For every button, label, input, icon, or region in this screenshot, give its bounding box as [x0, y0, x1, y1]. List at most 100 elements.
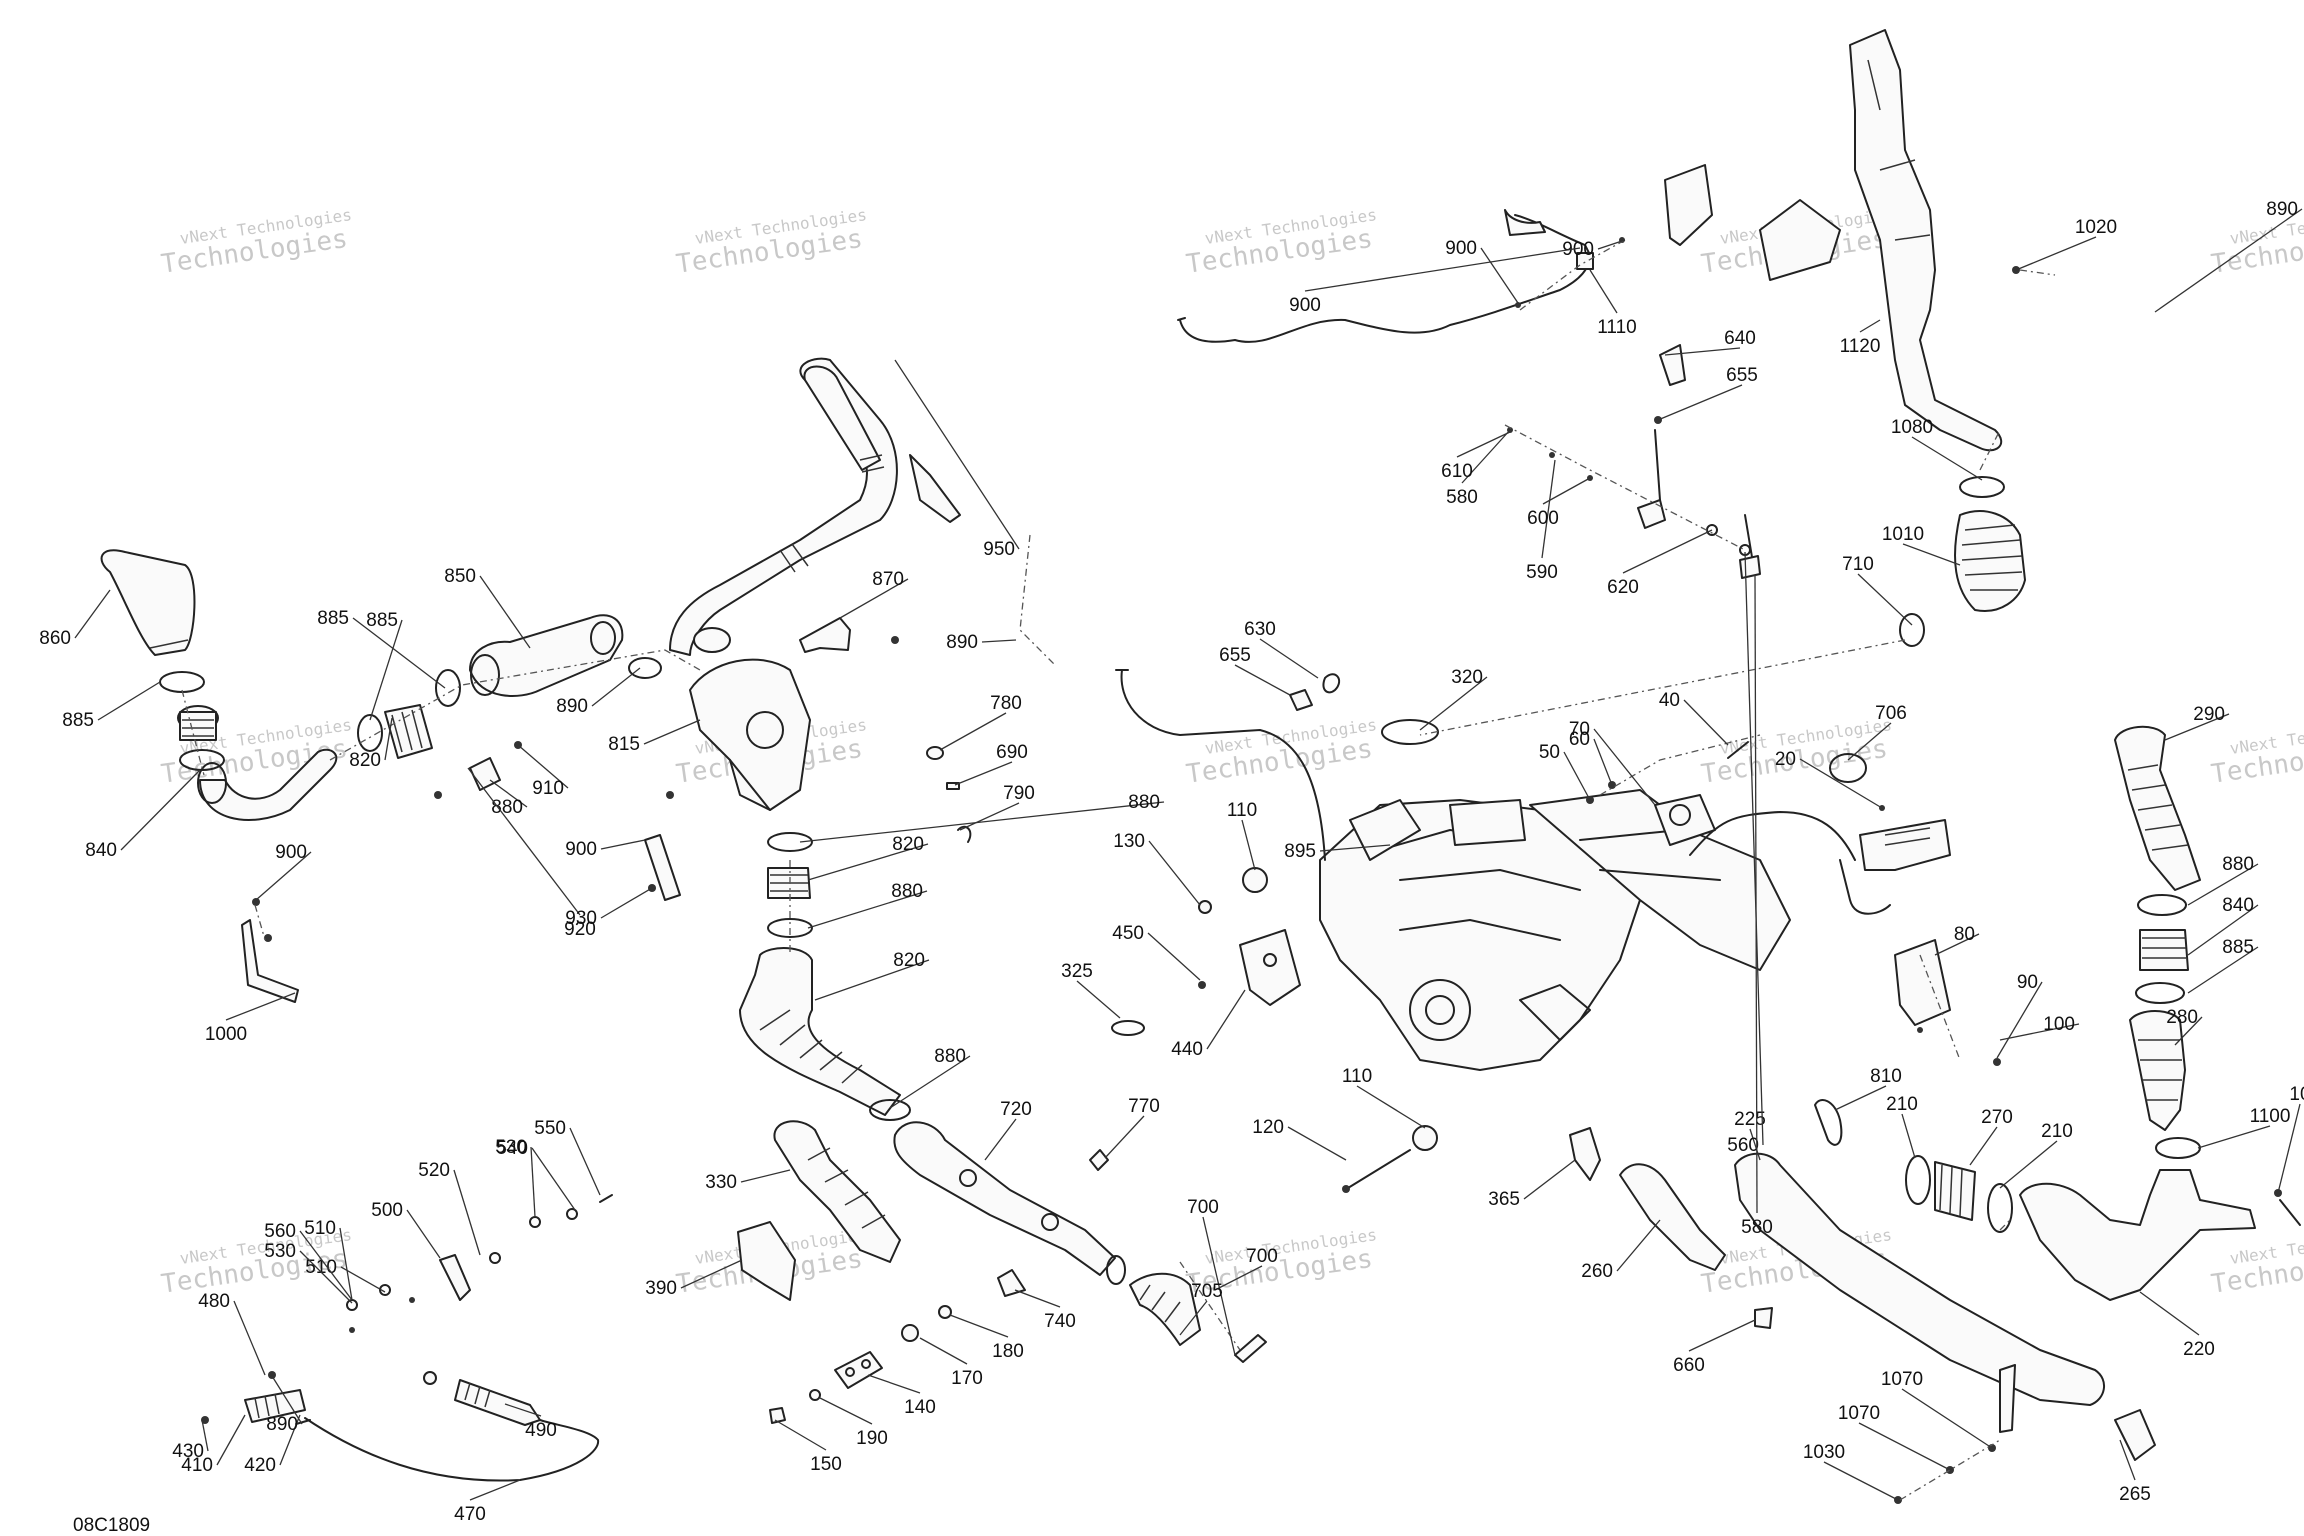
callout-820: 820 — [807, 834, 929, 881]
callout-label: 580 — [1741, 1217, 1773, 1238]
leader-line — [643, 719, 701, 745]
part-110-b — [1412, 1125, 1438, 1151]
leader-line — [2139, 1291, 2200, 1336]
leader-line — [1622, 529, 1713, 574]
callout-210: 210 — [1886, 1094, 1918, 1159]
leader-line — [1104, 1115, 1145, 1159]
part-780 — [957, 825, 972, 843]
callout-590: 590 — [1526, 459, 1558, 583]
leader-line — [1858, 1422, 1951, 1471]
part-270-coupler — [1934, 1161, 1976, 1221]
callout-label: 540 — [496, 1138, 528, 1159]
callout-label: 80 — [1954, 924, 1975, 945]
part-655-clip-b — [1754, 1307, 1773, 1329]
callout-label: 880 — [1128, 792, 1160, 813]
callout-label: 840 — [85, 840, 117, 861]
part-870-bracket — [469, 757, 501, 791]
clamp-880-c — [869, 1099, 911, 1121]
leader-line — [225, 992, 296, 1021]
leader-line — [201, 1419, 209, 1452]
callout-label: 880 — [491, 797, 523, 818]
callout-1020: 1020 — [2015, 217, 2117, 271]
callout-900: 900 — [1289, 247, 1581, 316]
callout-label: 610 — [1441, 461, 1473, 482]
leader-line — [504, 1403, 542, 1417]
leader-line — [889, 1055, 971, 1109]
part-705-clamp — [1829, 753, 1867, 783]
callout-140: 140 — [867, 1374, 936, 1418]
leader-line — [1901, 1388, 1993, 1449]
clamp-885-c — [435, 669, 461, 707]
callout-label: 290 — [2193, 704, 2225, 725]
callout-470: 470 — [454, 1479, 521, 1525]
leader-line — [814, 959, 930, 1001]
part-320-clamp — [1381, 719, 1439, 745]
callout-890: 890 — [266, 1375, 303, 1435]
leader-line — [271, 1375, 303, 1425]
leader-line — [2164, 713, 2230, 741]
part-820-coupler-d — [2139, 929, 2189, 971]
callout-820: 820 — [349, 717, 393, 771]
clamp-880-a — [767, 832, 813, 852]
callout-885: 885 — [62, 681, 161, 731]
callout-1070: 1070 — [1838, 1403, 1951, 1471]
wire-harness — [1689, 811, 1856, 861]
callout-label: 660 — [1673, 1355, 1705, 1376]
callout-840: 840 — [2187, 895, 2259, 956]
callout-label: 110 — [1342, 1066, 1372, 1087]
callout-520: 520 — [418, 1160, 481, 1256]
part-110-a — [1242, 867, 1268, 893]
callout-900: 900 — [565, 839, 646, 860]
leader-line — [340, 1266, 386, 1293]
middle-duct-group — [357, 614, 662, 799]
part-265-cap — [2114, 1409, 2156, 1461]
callout-660: 660 — [1673, 1319, 1756, 1376]
callout-100: 100 — [1999, 1014, 2080, 1041]
callout-450: 450 — [1112, 923, 1201, 981]
callout-label: 1020 — [2075, 217, 2117, 238]
leader-line — [1597, 239, 1626, 250]
callout-210: 210 — [1999, 1121, 2073, 1189]
callout-label: 880 — [2222, 854, 2254, 875]
callout-label: 655 — [1726, 365, 1758, 386]
callout-label: 1070 — [1838, 1403, 1880, 1424]
leader-line — [406, 1209, 441, 1259]
callout-120: 120 — [1252, 1117, 1347, 1161]
callout-label: 225 — [1734, 1109, 1766, 1130]
leader-line — [799, 801, 1165, 843]
leader-line — [1304, 247, 1581, 292]
callout-560: 560 — [1727, 551, 1764, 1156]
leader-line — [740, 1169, 791, 1183]
callout-label: 900 — [275, 842, 307, 863]
callout-label: 420 — [244, 1455, 276, 1476]
part-1110-cover — [1759, 199, 1841, 281]
leader-line — [1563, 751, 1591, 801]
callout-label: 885 — [317, 608, 349, 629]
callout-325: 325 — [1061, 961, 1121, 1019]
breather-hose — [1120, 669, 1326, 861]
center-intake-group — [644, 357, 1267, 1424]
callout-1000: 1000 — [205, 992, 296, 1045]
callout-640: 640 — [1664, 328, 1756, 356]
leader-line — [1754, 574, 1758, 1214]
callout-180: 180 — [949, 1314, 1024, 1362]
leader-line — [2154, 208, 2303, 313]
part-1070-ring-a — [1959, 476, 2005, 498]
part-620-clip — [1322, 673, 1341, 694]
callout-label: 500 — [371, 1200, 403, 1221]
callout-440: 440 — [1171, 989, 1246, 1060]
callout-530: 530 — [264, 1241, 353, 1304]
part-1100-snorkel — [1849, 29, 2003, 452]
leader-line — [2277, 1103, 2301, 1194]
leader-line — [489, 779, 528, 808]
leader-line — [299, 1250, 353, 1304]
leader-line — [2174, 1016, 2203, 1046]
part-180-nut — [938, 1305, 952, 1319]
callout-label: 320 — [1451, 667, 1483, 688]
callout-label: 1070 — [1881, 1369, 1923, 1390]
diagram-code: 08C1809 — [73, 1515, 150, 1536]
leader-line — [949, 1314, 1009, 1338]
callout-885: 885 — [366, 610, 403, 721]
